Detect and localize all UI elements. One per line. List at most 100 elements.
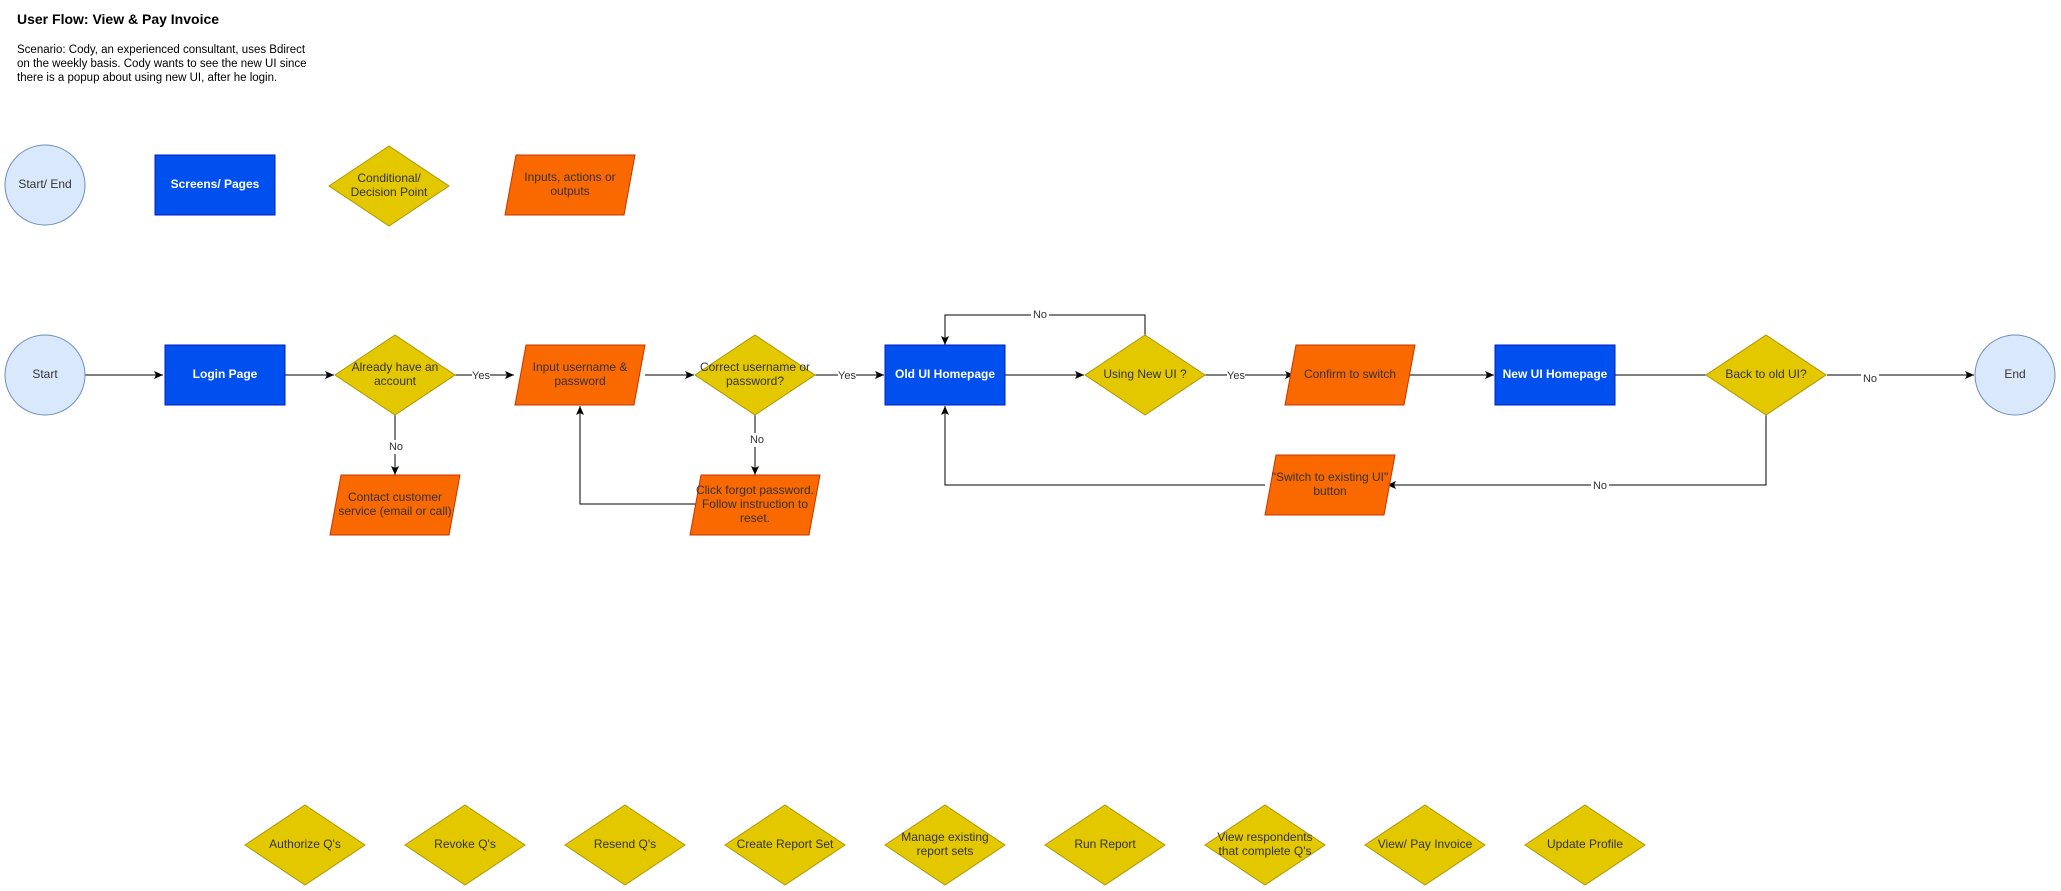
feature-2-label: Resend Q's xyxy=(594,837,656,851)
node-correct-credentials-shape xyxy=(694,334,816,416)
node-input-credentials-shape xyxy=(514,344,646,406)
node-back-to-old-ui-shape xyxy=(1705,334,1827,416)
legend-screen-label: Screens/ Pages xyxy=(171,177,260,191)
node-contact-service-label: Contact customer xyxy=(348,490,442,504)
node-forgot-password-label: Follow instruction to xyxy=(702,497,808,511)
feature-1: Revoke Q's xyxy=(404,804,526,886)
diagram-header: User Flow: View & Pay Invoice Scenario: … xyxy=(17,11,337,85)
edge-label-no: No xyxy=(1031,308,1049,322)
node-end: End xyxy=(1974,334,2056,416)
edge-label-no-text: No xyxy=(1033,309,1047,321)
scenario-line: on the weekly basis. Cody wants to see t… xyxy=(17,58,307,70)
feature-5: Run Report xyxy=(1044,804,1166,886)
scenario-line: there is a popup about using new UI, aft… xyxy=(17,72,278,84)
legend-io-label: Inputs, actions or xyxy=(524,170,615,184)
node-confirm-switch: Confirm to switch xyxy=(1284,344,1416,406)
feature-2: Resend Q's xyxy=(564,804,686,886)
flow-edges xyxy=(85,314,1974,505)
edge-label-yes-bg xyxy=(838,369,856,383)
feature-8: Update Profile xyxy=(1524,804,1646,886)
edge-label-no: No xyxy=(1591,479,1609,493)
legend-decision-shape xyxy=(328,145,450,227)
edge-label-no: No xyxy=(387,440,405,454)
feature-1-shape xyxy=(404,804,526,886)
node-switch-existing-ui: "Switch to existing UI"button xyxy=(1264,454,1396,516)
edge-label-no-text: No xyxy=(389,441,403,453)
scenario-text: Scenario: Cody, an experienced consultan… xyxy=(17,43,337,85)
feature-5-label: Run Report xyxy=(1074,837,1136,851)
edge-label-no-bg xyxy=(387,440,405,454)
feature-6-label: that complete Q's xyxy=(1219,844,1312,858)
feature-3-shape xyxy=(724,804,846,886)
node-start-shape xyxy=(4,334,86,416)
edge-label-no-text: No xyxy=(1863,373,1877,385)
node-correct-credentials-label: password? xyxy=(726,374,784,388)
legend-terminal-label: Start/ End xyxy=(18,177,71,191)
legend-terminal: Start/ End xyxy=(4,144,86,226)
node-using-new-ui: Using New UI ? xyxy=(1084,334,1206,416)
feature-0: Authorize Q's xyxy=(244,804,366,886)
feature-5-shape xyxy=(1044,804,1166,886)
edge-switch-oldhome xyxy=(941,406,1265,486)
scenario-line: Scenario: Cody, an experienced consultan… xyxy=(17,44,306,56)
node-start-label: Start xyxy=(32,367,58,381)
node-back-to-old-ui-label: Back to old UI? xyxy=(1725,367,1807,381)
node-contact-service-label: service (email or call) xyxy=(338,504,451,518)
node-input-credentials-label: Input username & xyxy=(533,360,628,374)
node-forgot-password: Click forgot password.Follow instruction… xyxy=(689,474,821,536)
feature-1-label: Revoke Q's xyxy=(434,837,496,851)
feature-0-label: Authorize Q's xyxy=(269,837,341,851)
edge-label-yes: Yes xyxy=(838,369,856,383)
legend-screen: Screens/ Pages xyxy=(154,154,276,216)
edge-backold-switch xyxy=(1387,415,1767,489)
node-old-ui-homepage-label: Old UI Homepage xyxy=(895,367,995,381)
edge-label-yes: Yes xyxy=(472,369,490,383)
edge-label-yes: Yes xyxy=(1227,369,1245,383)
node-forgot-password-label: Click forgot password. xyxy=(696,483,814,497)
node-new-ui-homepage-shape xyxy=(1494,344,1616,406)
legend-decision: Conditional/Decision Point xyxy=(328,145,450,227)
feature-8-label: Update Profile xyxy=(1547,837,1623,851)
node-have-account-label: Already have an xyxy=(352,360,439,374)
node-login-page-label: Login Page xyxy=(193,367,258,381)
node-login-page-shape xyxy=(164,344,286,406)
feature-7-shape xyxy=(1364,804,1486,886)
edge-label-no: No xyxy=(1861,372,1879,386)
legend-decision-label: Decision Point xyxy=(351,185,428,199)
node-start: Start xyxy=(4,334,86,416)
edge-label-no-bg xyxy=(1591,479,1609,493)
node-login-page: Login Page xyxy=(164,344,286,406)
node-confirm-switch-shape xyxy=(1284,344,1416,406)
legend-decision-label: Conditional/ xyxy=(357,171,421,185)
feature-4-shape xyxy=(884,804,1006,886)
edge-label-yes-text: Yes xyxy=(472,370,490,382)
edge-label-no-text: No xyxy=(1593,480,1607,492)
node-forgot-password-label: reset. xyxy=(740,511,770,525)
node-end-shape xyxy=(1974,334,2056,416)
feature-7: View/ Pay Invoice xyxy=(1364,804,1486,886)
node-correct-credentials-label: Correct username or xyxy=(700,360,810,374)
feature-7-label: View/ Pay Invoice xyxy=(1378,837,1473,851)
feature-6-label: View respondents xyxy=(1217,830,1312,844)
node-input-credentials: Input username &password xyxy=(514,344,646,406)
node-confirm-switch-label: Confirm to switch xyxy=(1304,367,1396,381)
node-end-label: End xyxy=(2004,367,2025,381)
edge-forgot-input xyxy=(576,406,700,505)
edge-label-yes-bg xyxy=(1227,369,1245,383)
feature-3: Create Report Set xyxy=(724,804,846,886)
node-have-account-label: account xyxy=(374,374,417,388)
node-using-new-ui-shape xyxy=(1084,334,1206,416)
edge-label-no: No xyxy=(748,433,766,447)
flow-shapes: Start/ End Screens/ Pages Conditional/Deci… xyxy=(4,144,2056,886)
feature-3-label: Create Report Set xyxy=(737,837,834,851)
node-back-to-old-ui: Back to old UI? xyxy=(1705,334,1827,416)
node-input-credentials-label: password xyxy=(554,374,605,388)
